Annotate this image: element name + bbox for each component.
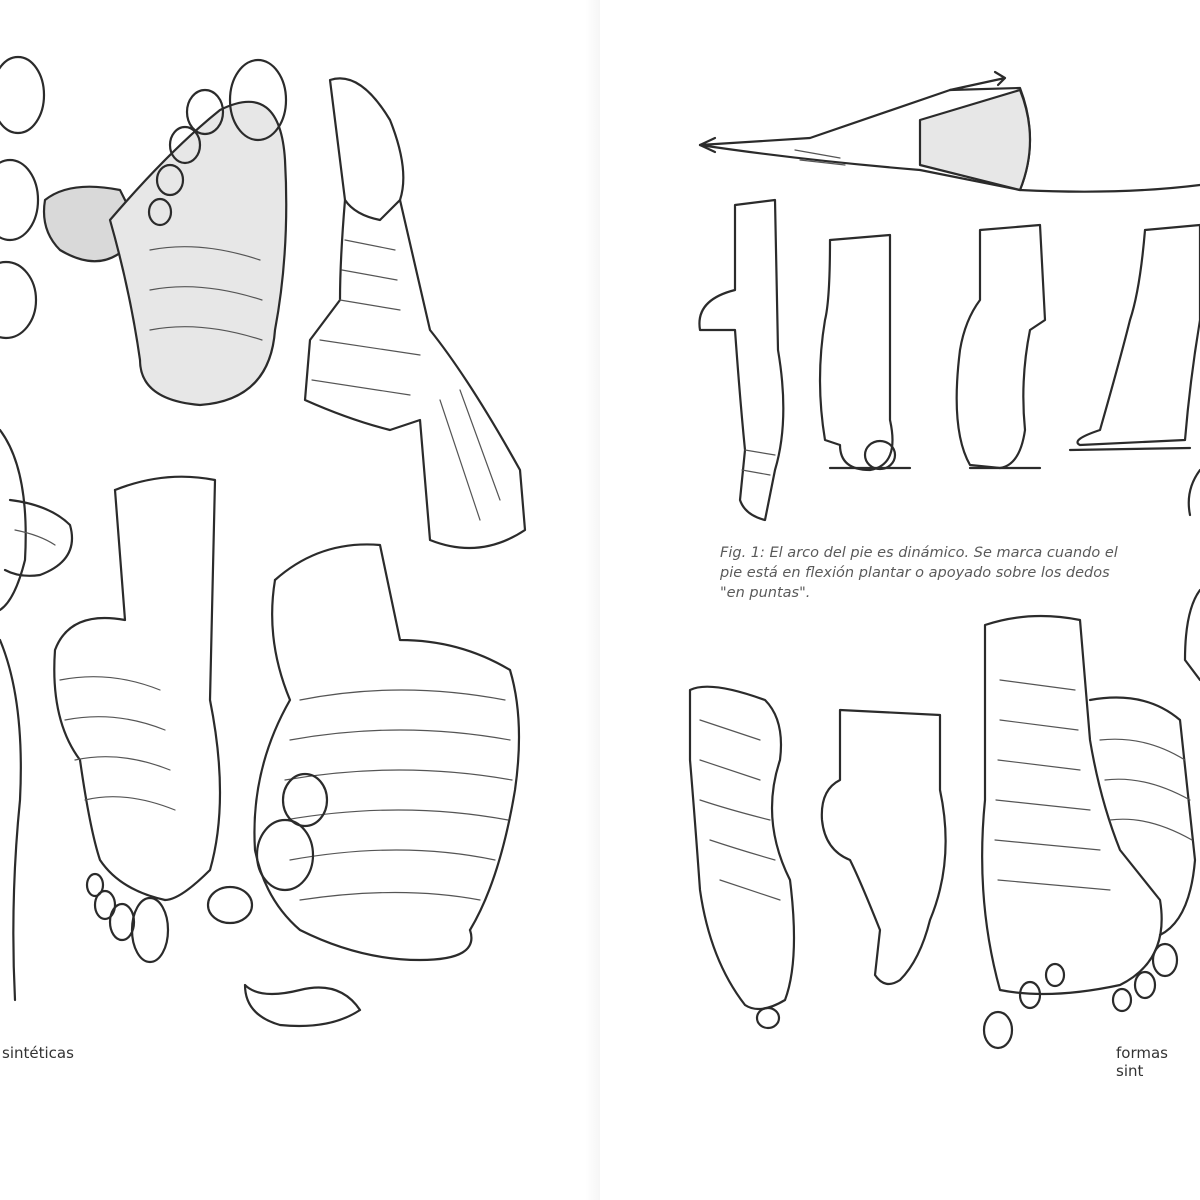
bottom-foot-sketches bbox=[688, 614, 1197, 1050]
pointed-foot-arrow-sketch bbox=[698, 70, 1200, 193]
caption-line-3: "en puntas". bbox=[720, 585, 811, 601]
box-foot-sketch bbox=[303, 77, 527, 550]
right-page-foot-sketches bbox=[688, 70, 1200, 1050]
left-page: sintéticas bbox=[0, 55, 527, 1062]
contour-foot-sketch bbox=[206, 543, 521, 1028]
rear-foot-sketch bbox=[53, 475, 222, 964]
right-page bbox=[600, 0, 1200, 1200]
sole-sketch bbox=[42, 58, 288, 407]
caption-line-1: Fig. 1: El arco del pie es dinámico. Se … bbox=[720, 545, 1118, 561]
left-page-foot-sketches bbox=[0, 55, 527, 1028]
arch-sequence-sketches bbox=[698, 198, 1200, 522]
edge-foot-sketch bbox=[0, 55, 74, 1002]
page-footer-left: sintéticas bbox=[2, 1044, 74, 1062]
caption-line-2: pie está en flexión plantar o apoyado so… bbox=[720, 565, 1110, 581]
edge-partial-sketch bbox=[1183, 468, 1200, 682]
page-footer-right: formas sint bbox=[1116, 1044, 1168, 1080]
figure-caption: Fig. 1: El arco del pie es dinámico. Se … bbox=[720, 543, 1140, 603]
